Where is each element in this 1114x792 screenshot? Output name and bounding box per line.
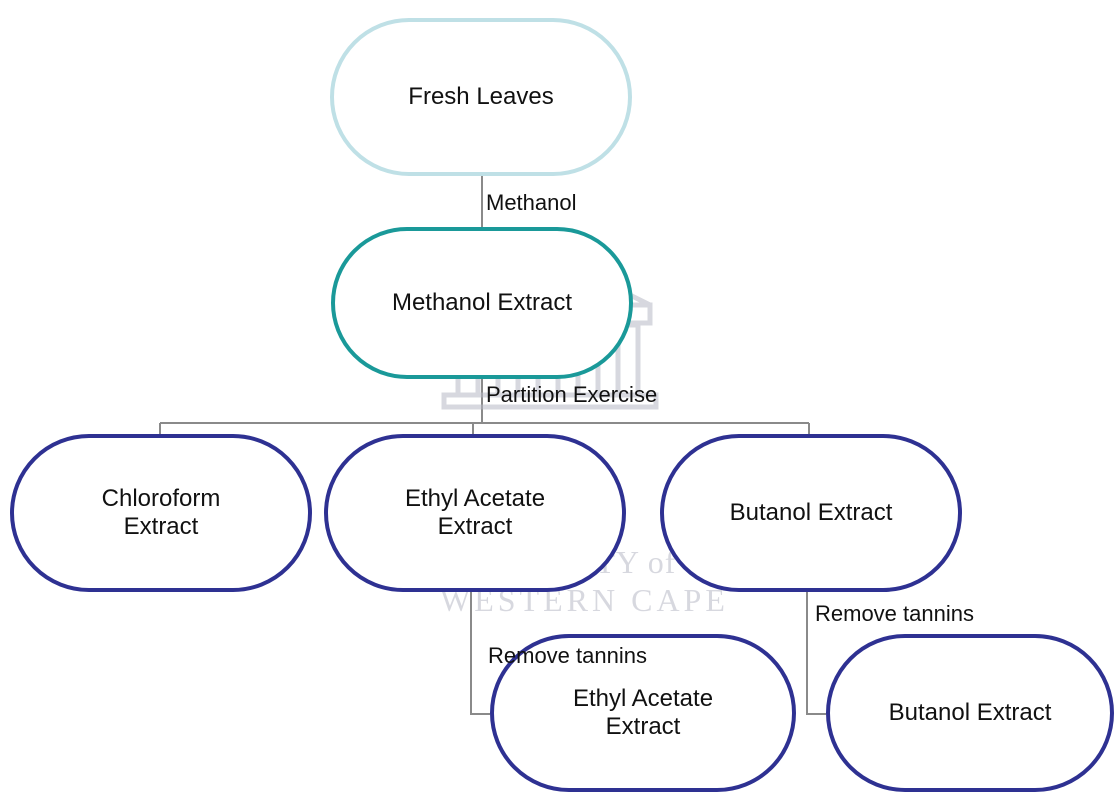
node-fresh-leaves: Fresh Leaves [330, 18, 632, 176]
node-ethyl-acetate-extract-1: Ethyl Acetate Extract [324, 434, 626, 592]
node-butanol-extract-1: Butanol Extract [660, 434, 962, 592]
node-butanol-extract-2: Butanol Extract [826, 634, 1114, 792]
node-methanol-extract: Methanol Extract [331, 227, 633, 379]
edge-label-methanol: Methanol [486, 190, 577, 215]
connector-ethyl-remove-tannins [470, 592, 490, 715]
node-ethyl-acetate-extract-2: Ethyl Acetate Extract [490, 634, 796, 792]
edge-label-remove-tannins-ethyl: Remove tannins [488, 643, 647, 668]
connector-butanol-remove-tannins [806, 592, 826, 715]
node-chloroform-extract: Chloroform Extract [10, 434, 312, 592]
edge-label-remove-tannins-butanol: Remove tannins [815, 601, 974, 626]
edge-label-partition-exercise: Partition Exercise [486, 382, 658, 407]
